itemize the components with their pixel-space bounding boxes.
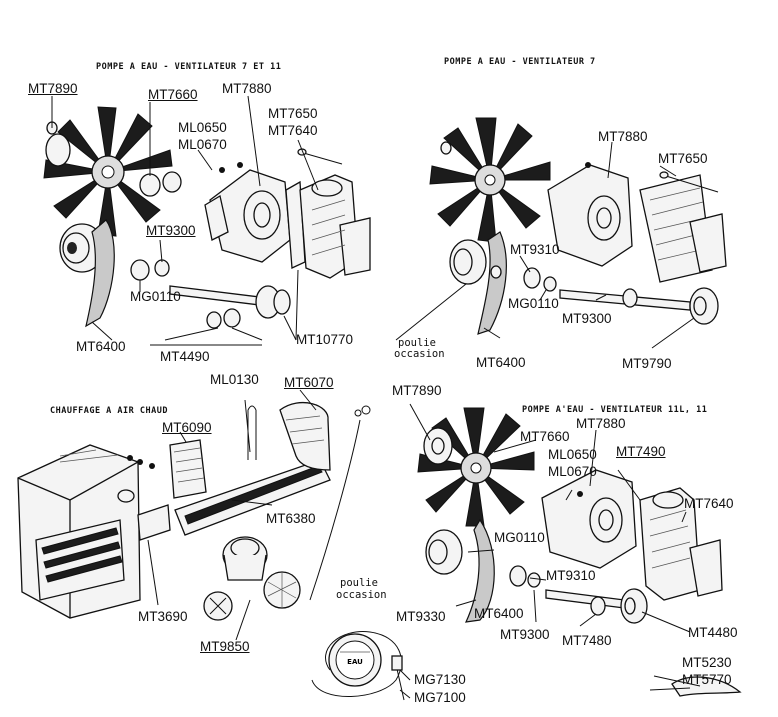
ref-tl-mt4490[interactable]: MT4490: [160, 349, 210, 364]
section-title-top-right: POMPE A EAU - VENTILATEUR 7: [444, 57, 596, 67]
br-belt: [464, 518, 495, 623]
br-pump-rear: [639, 487, 723, 601]
br-temp-gauge: [311, 631, 405, 701]
ref-br-mt9300[interactable]: MT9300: [500, 627, 550, 642]
ref-tl-mt7660[interactable]: MT7660: [148, 87, 198, 102]
section-title-bottom-right: POMPE A'EAU - VENTILATEUR 11L, 11: [522, 405, 708, 415]
note-tr-poulie: poulie: [398, 337, 436, 349]
ref-bl-mt6090[interactable]: MT6090: [162, 420, 212, 435]
ref-bl-mt6070[interactable]: MT6070: [284, 375, 334, 390]
tl-fan-blades: [43, 106, 173, 237]
ref-br-mt5230[interactable]: MT5230: [682, 655, 732, 670]
ref-br-mt7880[interactable]: MT7880: [576, 416, 626, 431]
note-br-poulie: poulie: [340, 577, 378, 589]
ref-tl-mt7890[interactable]: MT7890: [28, 81, 78, 96]
ref-br-mt9310[interactable]: MT9310: [546, 568, 596, 583]
ref-br-mt6400[interactable]: MT6400: [474, 606, 524, 621]
ref-br-mt9330[interactable]: MT9330: [396, 609, 446, 624]
ref-br-mt7890[interactable]: MT7890: [392, 383, 442, 398]
br-fan-blades: [417, 407, 535, 527]
ref-br-mt5770[interactable]: MT5770: [682, 672, 732, 687]
ref-tr-mt9300[interactable]: MT9300: [562, 311, 612, 326]
ref-tl-mt6400[interactable]: MT6400: [76, 339, 126, 354]
ref-tl-ml0650[interactable]: ML0650: [178, 120, 227, 135]
ref-tl-mg0110[interactable]: MG0110: [130, 289, 181, 304]
bl-fan-wheel: [203, 571, 301, 621]
ref-tr-mt9790[interactable]: MT9790: [622, 356, 672, 371]
ref-br-ml0650[interactable]: ML0650: [548, 447, 597, 462]
ref-br-mg7130[interactable]: MG7130: [414, 672, 466, 687]
section-title-top-left: POMPE A EAU - VENTILATEUR 7 ET 11: [96, 62, 282, 72]
ref-br-mt7490[interactable]: MT7490: [616, 444, 666, 459]
ref-tr-mt7880[interactable]: MT7880: [598, 129, 648, 144]
ref-br-mg0110[interactable]: MG0110: [494, 530, 545, 545]
bl-duct: [174, 459, 331, 536]
note-tr-occasion: occasion: [394, 348, 445, 360]
ref-tl-mt7640[interactable]: MT7640: [268, 123, 318, 138]
gauge-label: EAU: [347, 658, 363, 666]
ref-br-mt7480[interactable]: MT7480: [562, 633, 612, 648]
ref-tr-mt6400[interactable]: MT6400: [476, 355, 526, 370]
ref-bl-mt9850[interactable]: MT9850: [200, 639, 250, 654]
tl-pump-rear: [299, 174, 371, 279]
tr-fan-blades: [429, 117, 551, 243]
ref-bl-mt3690[interactable]: MT3690: [138, 609, 188, 624]
bl-heater-box: [17, 444, 141, 619]
tr-pump-front: [547, 162, 633, 267]
ref-br-mt7660[interactable]: MT7660: [520, 429, 570, 444]
ref-tr-mt9310[interactable]: MT9310: [510, 242, 560, 257]
tr-belt: [477, 231, 507, 335]
tr-gasket: [639, 174, 727, 283]
ref-tr-mg0110[interactable]: MG0110: [508, 296, 559, 311]
ref-tr-mt7650[interactable]: MT7650: [658, 151, 708, 166]
tl-belt: [85, 219, 115, 328]
ref-br-mt4480[interactable]: MT4480: [688, 625, 738, 640]
ref-tl-mt9300[interactable]: MT9300: [146, 223, 196, 238]
section-title-bottom-left: CHAUFFAGE A AIR CHAUD: [50, 406, 168, 416]
ref-br-mt7640[interactable]: MT7640: [684, 496, 734, 511]
bl-assembly: [17, 389, 371, 641]
ref-bl-mt6380[interactable]: MT6380: [266, 511, 316, 526]
ref-bl-ml0130[interactable]: ML0130: [210, 372, 259, 387]
tl-pump-front: [204, 162, 291, 263]
bl-hose: [279, 401, 331, 471]
br-pump-front: [541, 469, 637, 569]
ref-tl-mt7880[interactable]: MT7880: [222, 81, 272, 96]
tr-assembly: [395, 117, 727, 349]
tl-shaft: [130, 259, 291, 329]
ref-tl-mt7650[interactable]: MT7650: [268, 106, 318, 121]
note-br-occasion: occasion: [336, 589, 387, 601]
tl-hub: [45, 121, 71, 167]
tl-assembly: [43, 95, 371, 346]
ref-tl-ml0670[interactable]: ML0670: [178, 137, 227, 152]
br-emblem: [649, 676, 742, 697]
ref-br-ml0670[interactable]: ML0670: [548, 464, 597, 479]
bl-motor: [222, 536, 268, 581]
ref-br-mg7100[interactable]: MG7100: [414, 690, 466, 705]
ref-tl-mt10770[interactable]: MT10770: [296, 332, 354, 347]
br-assembly: [311, 403, 742, 701]
